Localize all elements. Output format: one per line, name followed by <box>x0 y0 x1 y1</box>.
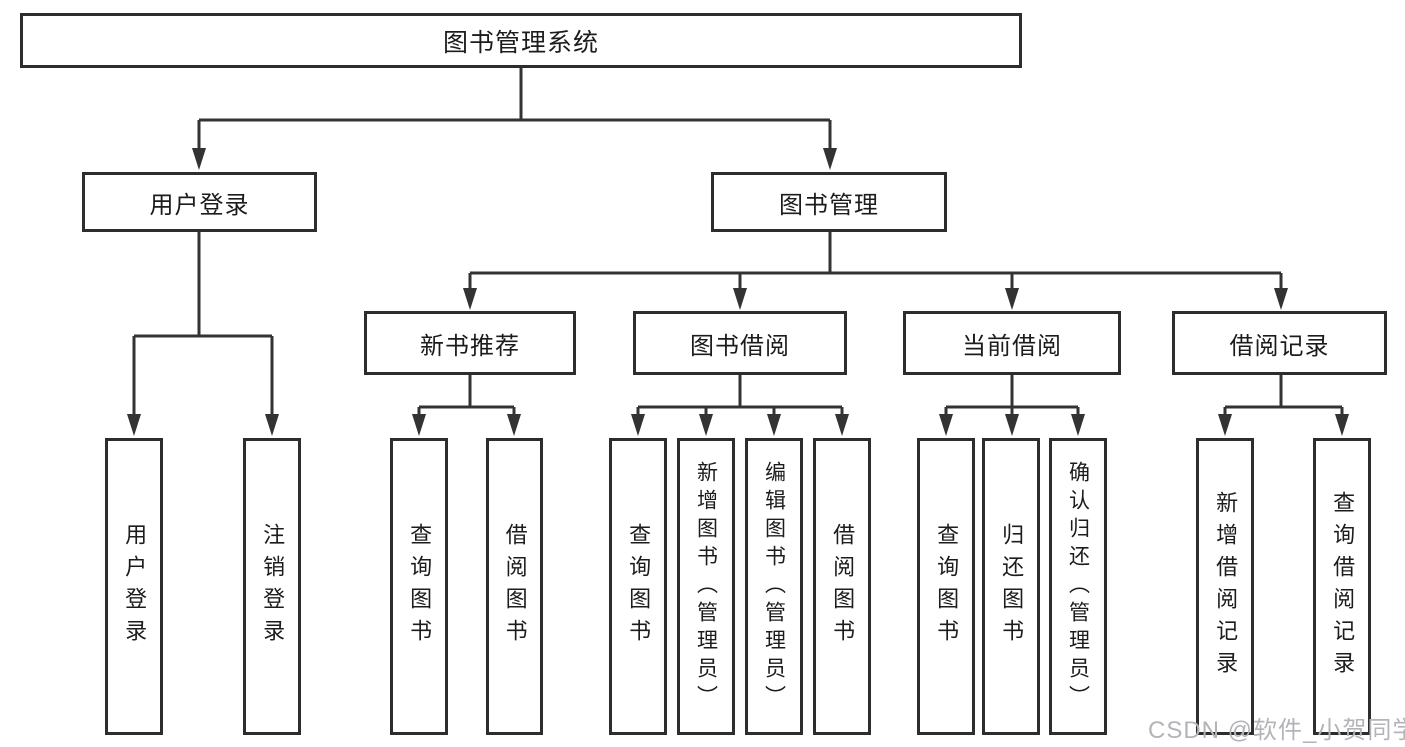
connector-borrowing-records-to-children <box>1218 375 1349 436</box>
node-label: 查询图书 <box>407 522 433 651</box>
node-edit-books-admin: 编辑图书（管理员） <box>745 438 803 735</box>
node-borrow-books-borrowing: 借阅图书 <box>813 438 871 735</box>
node-current-borrowing: 当前借阅 <box>903 311 1121 375</box>
connector-new-book-recommend-to-children <box>412 375 521 436</box>
arrowhead-icon <box>631 414 645 436</box>
arrowhead-icon <box>699 414 713 436</box>
node-add-books-admin: 新增图书（管理员） <box>677 438 735 735</box>
arrowhead-icon <box>1005 414 1019 436</box>
node-label: 查询图书 <box>626 522 652 651</box>
node-logout-action: 注销登录 <box>243 438 301 735</box>
connector-book-management-to-children <box>463 232 1288 310</box>
node-query-borrowing-record: 查询借阅记录 <box>1313 438 1371 735</box>
node-label: 借阅记录 <box>1229 332 1330 360</box>
node-book-management: 图书管理 <box>711 172 947 232</box>
node-return-books: 归还图书 <box>982 438 1040 735</box>
node-user-login: 用户登录 <box>82 172 317 232</box>
arrowhead-icon <box>733 288 747 310</box>
node-label: 新增借阅记录 <box>1213 490 1239 683</box>
arrowhead-icon <box>1005 288 1019 310</box>
node-label: 确认归还（管理员） <box>1066 460 1090 713</box>
arrowhead-icon <box>127 414 141 436</box>
node-label: 用户登录 <box>122 522 148 651</box>
arrowhead-icon <box>192 148 206 170</box>
connector-book-borrowing-to-children <box>631 375 849 436</box>
connector-current-borrowing-to-children <box>939 375 1085 436</box>
node-label: 查询图书 <box>934 522 960 651</box>
node-label: 当前借阅 <box>962 332 1062 360</box>
node-new-book-recommend: 新书推荐 <box>364 311 576 375</box>
node-label: 图书借阅 <box>690 332 790 360</box>
arrowhead-icon <box>835 414 849 436</box>
node-label: 注销登录 <box>260 522 286 651</box>
node-confirm-return-admin: 确认归还（管理员） <box>1049 438 1107 735</box>
node-label: 新书推荐 <box>420 332 520 360</box>
node-label: 新增图书（管理员） <box>694 460 718 713</box>
node-label: 图书管理系统 <box>442 28 599 57</box>
node-query-books-current: 查询图书 <box>917 438 975 735</box>
node-label: 图书管理 <box>779 191 879 219</box>
node-borrow-books-recommend: 借阅图书 <box>486 438 543 735</box>
node-label: 查询借阅记录 <box>1330 490 1356 683</box>
arrowhead-icon <box>463 288 477 310</box>
node-label: 用户登录 <box>149 191 250 219</box>
arrowhead-icon <box>507 414 521 436</box>
node-book-borrowing: 图书借阅 <box>633 311 847 375</box>
node-query-books-borrowing: 查询图书 <box>609 438 667 735</box>
arrowhead-icon <box>767 414 781 436</box>
arrowhead-icon <box>412 414 426 436</box>
node-user-login-action: 用户登录 <box>105 438 163 735</box>
arrowhead-icon <box>1071 414 1085 436</box>
node-label: 借阅图书 <box>830 522 856 651</box>
node-library-system: 图书管理系统 <box>20 13 1022 68</box>
node-label: 归还图书 <box>999 522 1025 651</box>
node-add-borrowing-record: 新增借阅记录 <box>1196 438 1254 735</box>
node-borrowing-records: 借阅记录 <box>1172 311 1387 375</box>
node-label: 编辑图书（管理员） <box>762 460 786 713</box>
node-query-books-recommend: 查询图书 <box>390 438 448 735</box>
arrowhead-icon <box>823 148 837 170</box>
arrowhead-icon <box>1274 288 1288 310</box>
node-label: 借阅图书 <box>502 522 528 651</box>
connector-user-login-to-children <box>127 232 279 436</box>
csdn-watermark: CSDN @软件_小贺同学 <box>1148 717 1405 744</box>
arrowhead-icon <box>1335 414 1349 436</box>
connector-root-to-level2 <box>192 68 837 170</box>
arrowhead-icon <box>939 414 953 436</box>
arrowhead-icon <box>265 414 279 436</box>
arrowhead-icon <box>1218 414 1232 436</box>
